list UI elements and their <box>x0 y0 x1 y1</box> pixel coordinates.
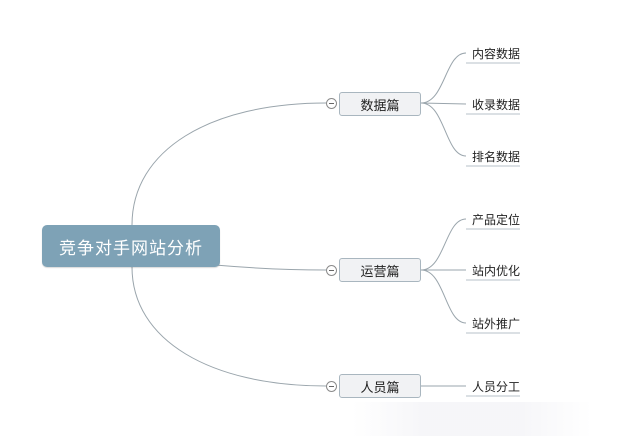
connector-data-leaf1 <box>420 52 467 104</box>
leaf-topic[interactable]: 产品定位 <box>472 213 521 227</box>
leaf-topic[interactable]: 收录数据 <box>472 98 521 112</box>
leaf-topic[interactable]: 排名数据 <box>472 150 521 164</box>
connector-ops-leaf3 <box>420 269 467 324</box>
connector-root-people <box>131 266 327 387</box>
branch-topic-operations[interactable]: 运营篇 <box>339 258 421 282</box>
collapse-toggle-icon[interactable] <box>326 98 337 109</box>
leaf-topic[interactable]: 人员分工 <box>472 380 521 394</box>
connector-ops-leaf1 <box>420 218 467 271</box>
watermark-overlay <box>352 402 592 436</box>
connector-root-data <box>131 102 327 226</box>
leaf-topic[interactable]: 内容数据 <box>472 47 521 61</box>
collapse-toggle-icon[interactable] <box>326 381 337 392</box>
branch-topic-people[interactable]: 人员篇 <box>339 374 421 398</box>
leaf-topic[interactable]: 站外推广 <box>472 317 521 331</box>
leaf-topic[interactable]: 站内优化 <box>472 264 521 278</box>
connector-data-leaf3 <box>420 102 467 157</box>
connector-data-leaf2 <box>420 102 467 105</box>
branch-topic-data[interactable]: 数据篇 <box>339 92 421 116</box>
root-topic[interactable]: 竞争对手网站分析 <box>42 225 220 267</box>
connector-root-ops <box>214 264 327 271</box>
collapse-toggle-icon[interactable] <box>326 265 337 276</box>
